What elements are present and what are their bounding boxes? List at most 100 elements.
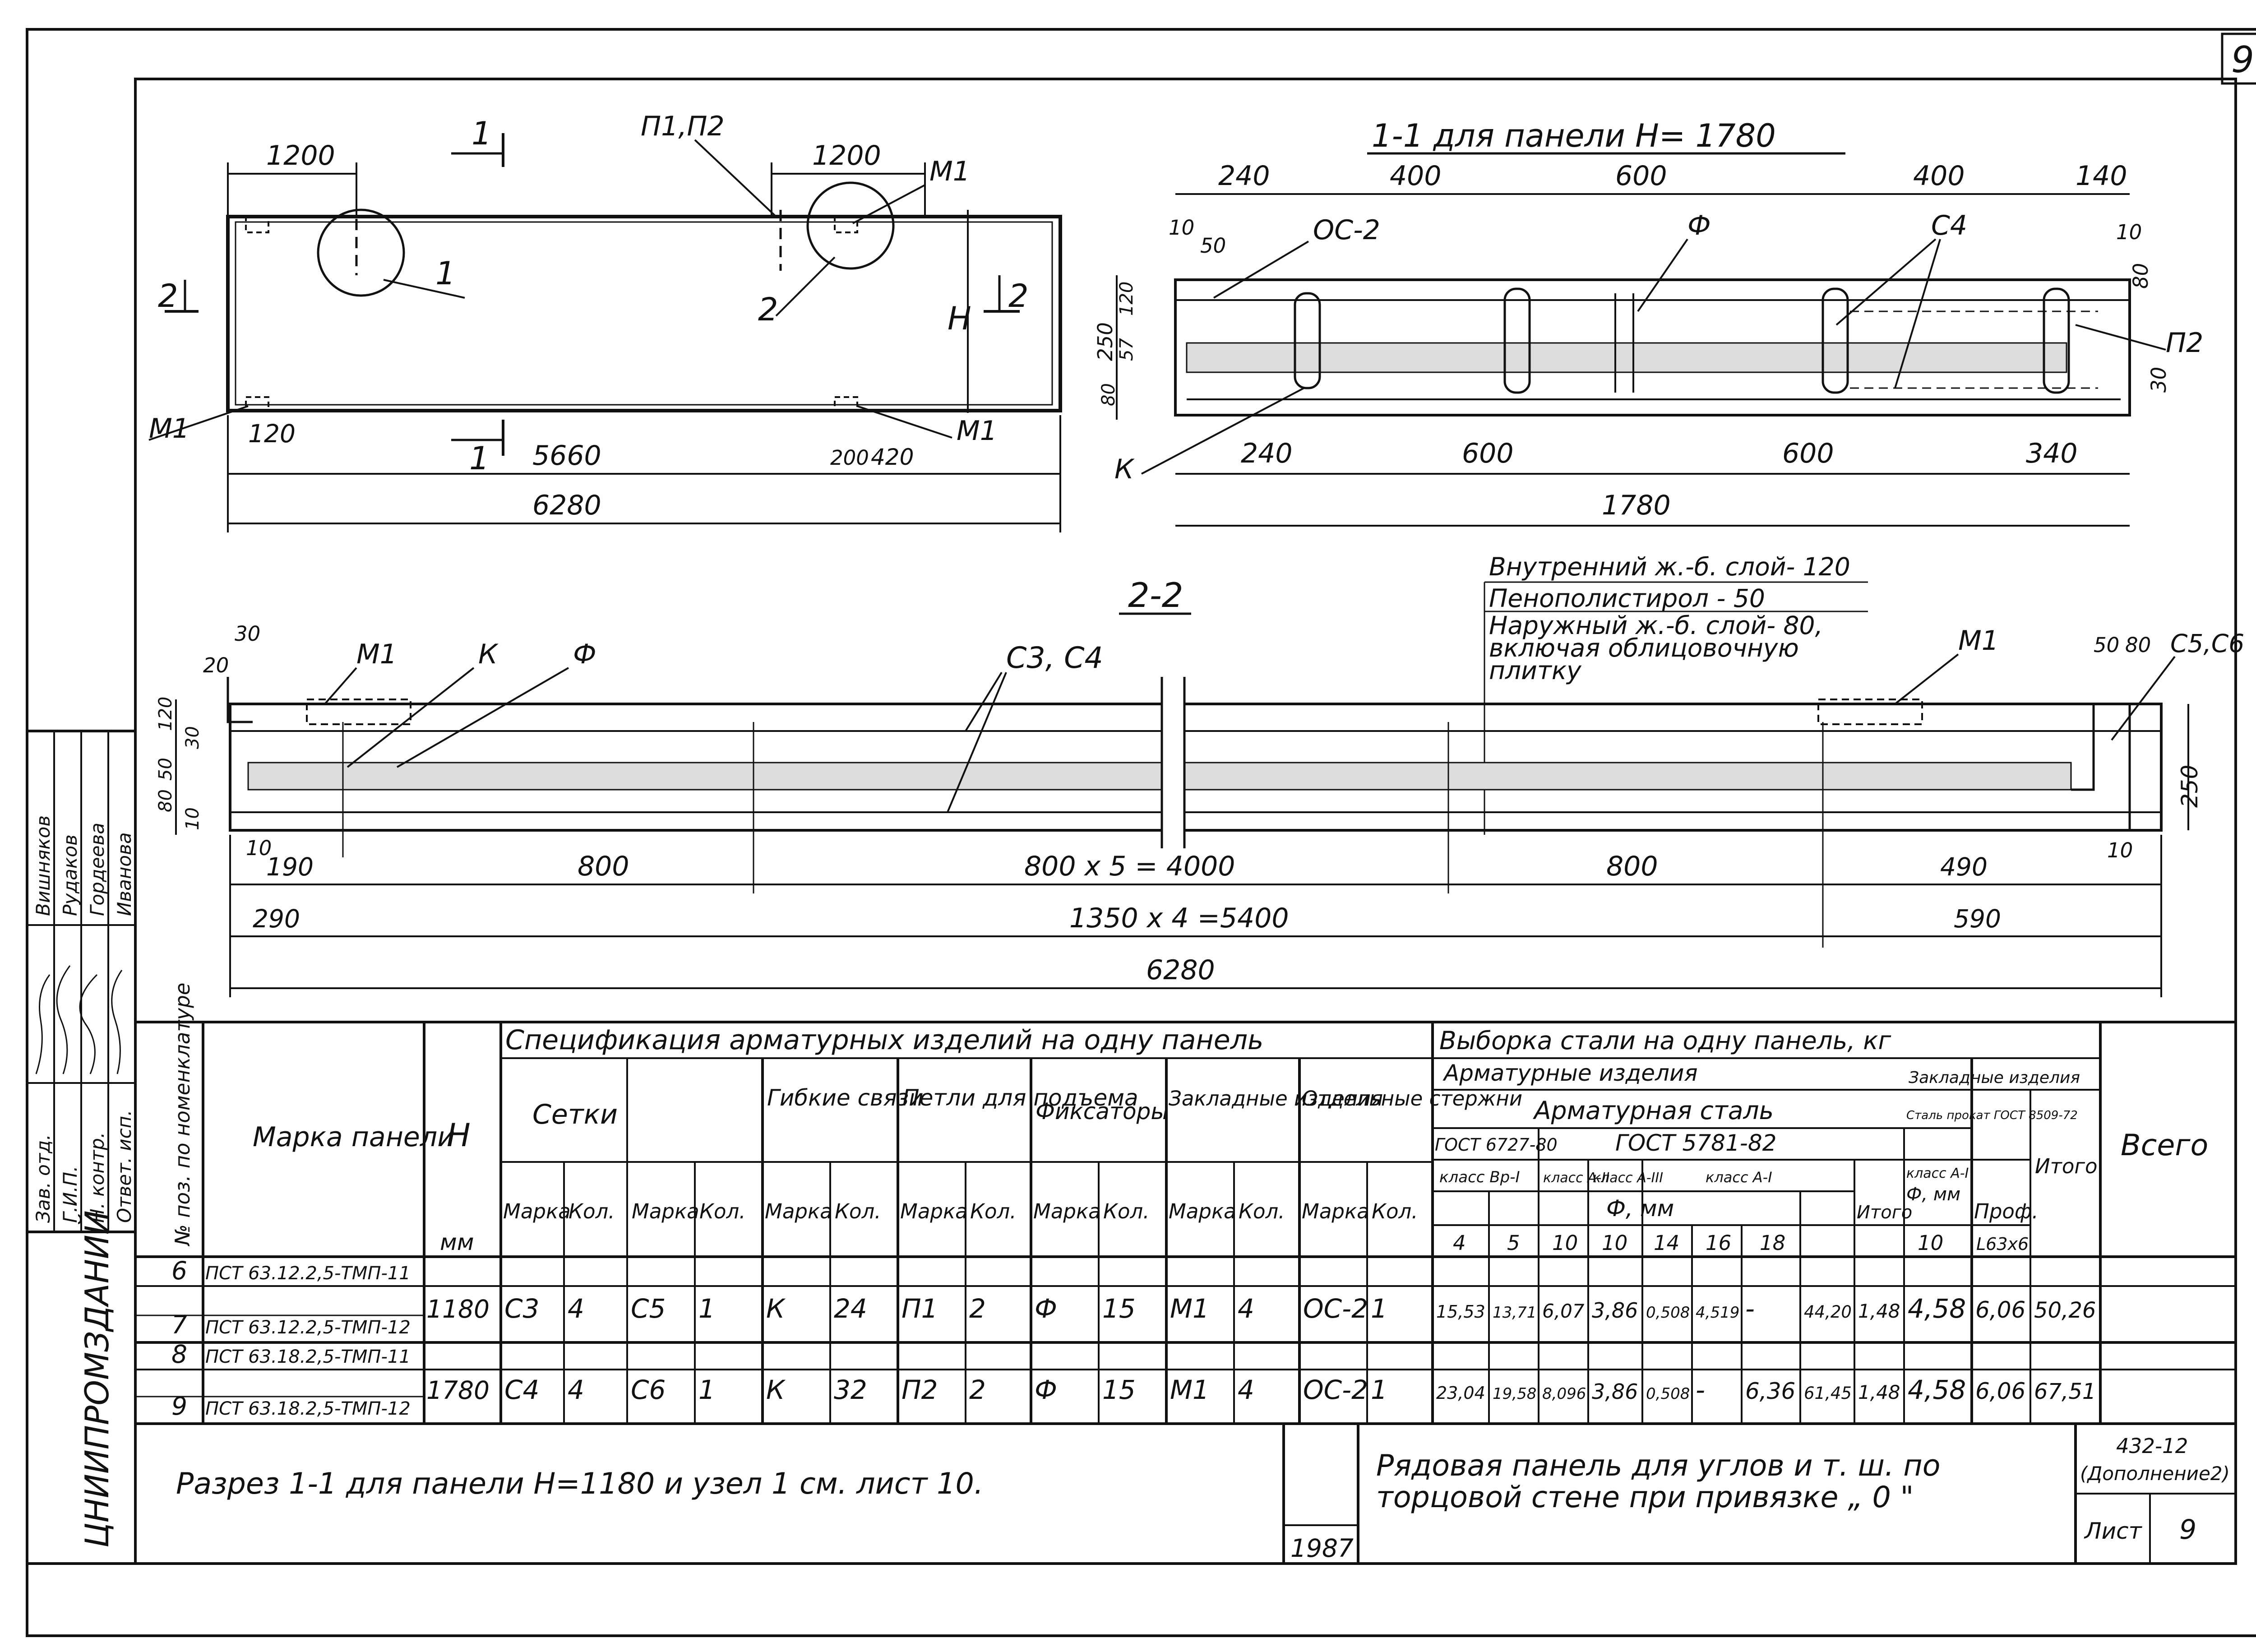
s11-label-p2: П2 [2166, 327, 2203, 359]
hdr-kol-4: Кол. [970, 1199, 1017, 1223]
hdr-klass-4: класс А-I [1706, 1169, 1772, 1186]
title-block: 1987 Рядовая панель для углов и т. ш. по… [1282, 1424, 2236, 1564]
s11-bot-dim-2: 600 [1462, 438, 1514, 469]
layer-1: Внутренний ж.-б. слой- 120 [1489, 552, 1850, 581]
dim-top-left: 1200 [266, 140, 335, 171]
stamp-code: 432-12 [2116, 1434, 2188, 1458]
table-cell: М1 [1170, 1293, 1209, 1324]
dim-top-right: 1200 [812, 140, 881, 171]
section-1-bottom: 1 [469, 440, 490, 477]
table-cell: 2 [969, 1374, 986, 1405]
stamp-list-num: 9 [2179, 1514, 2196, 1546]
table-cell: 4 [568, 1374, 584, 1405]
hdr-zakl-izd: Закладные изделия [1909, 1069, 2080, 1087]
s11-label-f: Ф [1687, 210, 1711, 241]
s22-d20: 20 [203, 653, 229, 677]
row-marka-9: ПСТ 63.18.2,5-ТМП-12 [205, 1398, 411, 1419]
hdr-prof-val: L63х6 [1976, 1234, 2029, 1254]
hdr-itogo-1: Итого [1857, 1202, 1912, 1223]
row-pos-6: 6 [171, 1256, 187, 1285]
table-cell: 4 [568, 1293, 584, 1324]
hdr-group-zakl: Закладные изделия [1169, 1087, 1383, 1111]
table-cell: 24 [834, 1293, 867, 1324]
section-1-1: 1-1 для панели Н= 1780 240 400 600 400 1… [1093, 117, 2203, 527]
side-role-4: Ответ. исп. [113, 1110, 135, 1223]
table-cell: - [1745, 1293, 1755, 1324]
dim-120: 120 [248, 419, 296, 448]
s22-left-50: 50 [155, 758, 176, 781]
table-cell: 32 [834, 1374, 867, 1405]
s11-panel-outer [1174, 278, 2131, 416]
hdr-kol-7: Кол. [1372, 1199, 1418, 1223]
side-role-2: Г.И.П. [59, 1166, 81, 1223]
s11-top-dim-3: 600 [1615, 160, 1667, 192]
hdr-kol-2: Кол. [699, 1199, 746, 1223]
layer-2: Пенополистирол - 50 [1489, 584, 1765, 613]
panel-outline [226, 215, 1062, 412]
s11-left-250: 250 [1093, 322, 1117, 361]
s11-top-dim-2: 400 [1390, 160, 1442, 192]
row-pos-8: 8 [171, 1340, 187, 1369]
stamp-title-1: Рядовая панель для углов и т. ш. по [1376, 1449, 1941, 1483]
table-cell: 4,519 [1696, 1304, 1739, 1322]
hdr-d-zakl: 10 [1918, 1231, 1943, 1255]
s22-r1-3: 800 [578, 851, 629, 882]
table-cell: ОС-2 [1303, 1293, 1368, 1324]
hdr-spec: Спецификация арматурных изделий на одну … [505, 1024, 1263, 1056]
s22-label-k: К [478, 639, 499, 670]
s22-break-gap [1162, 677, 1184, 848]
table-cell: 6,06 [1975, 1297, 2025, 1323]
s11-top-dim-5: 140 [2076, 160, 2127, 192]
dim-420: 420 [871, 444, 914, 470]
hdr-group-setki: Сетки [532, 1099, 618, 1130]
dim-6280-plan: 6280 [532, 490, 601, 521]
spec-table: № поз. по номенклатуре Марка панели Н мм… [134, 983, 2236, 1564]
table-cell: 3,86 [1592, 1379, 1638, 1404]
section22-title: 2-2 [1128, 575, 1183, 615]
table-cell: 8,096 [1542, 1385, 1586, 1403]
hdr-d-1: 4 [1453, 1231, 1466, 1255]
table-cell: 6,06 [1975, 1378, 2025, 1404]
s11-label-k: К [1114, 453, 1135, 485]
section-2-2: 2-2 Внутренний ж.-б. слой- 120 Пенополис… [155, 552, 2244, 997]
side-org: ЦНИИПРОМЗДАНИЙ [78, 1210, 116, 1548]
hdr-marka-5: Марка [1033, 1199, 1101, 1223]
hdr-marka-6: Марка [1169, 1199, 1236, 1223]
layer-3: Наружный ж.-б. слой- 80, [1489, 611, 1823, 640]
s22-d80: 80 [2125, 633, 2151, 657]
s11-right-10: 10 [2116, 220, 2142, 244]
hdr-pos: № поз. по номенклатуре [171, 983, 194, 1246]
hdr-prof-gost: Сталь прокат ГОСТ 8509-72 [1906, 1109, 2078, 1122]
hdr-vsego: Всего [2121, 1129, 2208, 1162]
hdr-arm-stal: Арматурная сталь [1533, 1096, 1774, 1125]
layer-4: включая облицовочную [1489, 634, 1799, 662]
hdr-fi-mm: Ф, мм [1606, 1195, 1674, 1222]
table-cell: К [766, 1293, 786, 1324]
s11-left-80: 80 [1098, 383, 1119, 406]
hdr-h: Н [447, 1117, 471, 1154]
table-cell: М1 [1170, 1374, 1209, 1405]
hdr-prof: Проф. [1974, 1199, 2039, 1223]
s22-label-c5c6: С5,С6 [2170, 629, 2244, 658]
table-cell: К [766, 1374, 786, 1405]
hdr-group-otd: Отдельные стержни [1302, 1087, 1522, 1111]
hdr-klass-3: класс А-III [1593, 1170, 1663, 1186]
s11-left-50: 50 [1200, 234, 1226, 258]
side-role-1: Зав. отд. [32, 1134, 54, 1223]
table-cell: Ф [1035, 1293, 1057, 1324]
node-1-circle [317, 208, 405, 297]
table-cell: П2 [901, 1374, 938, 1405]
stamp-list-label: Лист [2084, 1518, 2143, 1544]
table-cell: 4 [1238, 1374, 1254, 1405]
signature-4 [111, 970, 123, 1074]
section-2-right: 2 [1008, 278, 1029, 315]
table-cell: 3,86 [1592, 1298, 1638, 1323]
table-cell: 4,58 [1908, 1293, 1966, 1324]
hdr-marka-7: Марка [1302, 1199, 1369, 1223]
table-cell: 2 [969, 1293, 986, 1324]
table-cell: 61,45 [1804, 1384, 1852, 1403]
table-cell: С4 [504, 1374, 539, 1405]
table-cell: П1 [901, 1293, 938, 1324]
table-cell: 6,07 [1542, 1300, 1585, 1322]
table-cell: 50,26 [2034, 1298, 2096, 1323]
